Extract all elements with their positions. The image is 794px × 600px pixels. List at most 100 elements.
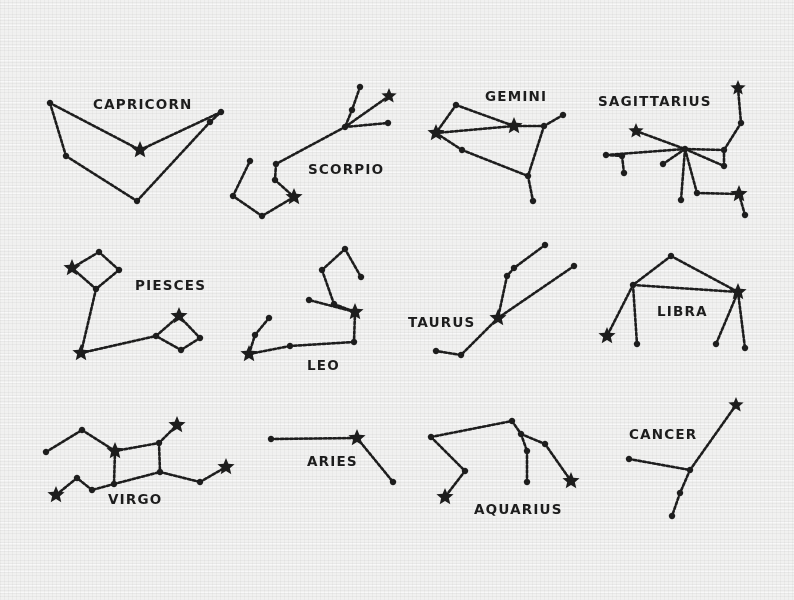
constellation-line <box>135 120 212 203</box>
constellation-line <box>112 470 162 486</box>
constellation-line <box>429 419 514 439</box>
star-dot <box>541 241 549 249</box>
star-dot <box>88 486 96 494</box>
constellation-line <box>631 283 639 346</box>
star-dot <box>524 172 532 180</box>
constellation-line <box>434 124 516 135</box>
star-dot <box>267 435 275 443</box>
constellation-line <box>64 154 139 203</box>
star-dot <box>681 145 689 153</box>
star-dot <box>42 448 50 456</box>
star-dot <box>318 266 326 274</box>
star-dot <box>341 123 349 131</box>
label-libra: LIBRA <box>657 304 708 320</box>
constellation-aquarius <box>427 417 580 505</box>
constellation-line <box>80 428 117 453</box>
star-icon <box>562 472 580 489</box>
constellation-line <box>434 103 458 135</box>
label-cancer: CANCER <box>629 427 697 443</box>
star-dot <box>720 162 728 170</box>
star-dot <box>741 344 749 352</box>
star-icon <box>240 345 258 362</box>
constellation-line <box>443 469 467 499</box>
constellation-line <box>526 124 546 178</box>
star-dot <box>633 340 641 348</box>
constellation-line <box>669 254 740 294</box>
constellation-leo <box>240 245 365 362</box>
constellation-line <box>519 432 547 446</box>
constellation-line <box>355 436 395 484</box>
constellation-line <box>352 310 357 344</box>
star-dot <box>668 512 676 520</box>
constellation-line <box>350 85 362 112</box>
star-dot <box>62 152 70 160</box>
star-icon <box>628 123 644 138</box>
star-dot <box>177 346 185 354</box>
label-taurus: TAURUS <box>408 315 475 331</box>
constellation-line <box>683 147 726 152</box>
star-dot <box>458 146 466 154</box>
constellation-scorpio <box>229 83 397 220</box>
constellation-line <box>112 449 117 486</box>
star-dot <box>265 314 273 322</box>
constellation-line <box>90 482 116 492</box>
constellation-line <box>269 436 359 441</box>
star-dot <box>115 266 123 274</box>
star-dot <box>356 83 364 91</box>
star-dot <box>618 152 626 160</box>
star-dot <box>737 119 745 127</box>
star-dot <box>602 151 610 159</box>
label-aries: ARIES <box>307 454 358 470</box>
star-dot <box>427 433 435 441</box>
constellation-piesces <box>63 248 204 361</box>
star-icon <box>730 80 746 95</box>
constellation-capricorn <box>46 99 225 205</box>
star-dot <box>95 248 103 256</box>
constellation-cancer <box>625 397 744 520</box>
constellation-line <box>722 121 743 152</box>
star-icon <box>729 283 747 300</box>
constellation-line <box>343 94 391 129</box>
label-capricorn: CAPRICORN <box>93 97 193 113</box>
star-dot <box>133 197 141 205</box>
star-dot <box>625 455 633 463</box>
constellation-aries <box>267 429 397 486</box>
constellation-line <box>343 247 363 279</box>
star-dot <box>286 342 294 350</box>
constellation-line <box>605 283 635 338</box>
star-dot <box>720 146 728 154</box>
star-dot <box>541 440 549 448</box>
constellation-line <box>679 147 687 202</box>
star-dot <box>272 160 280 168</box>
constellation-line <box>670 491 682 518</box>
star-icon <box>728 397 744 412</box>
star-dot <box>461 467 469 475</box>
constellation-line <box>634 129 687 151</box>
star-dot <box>271 176 279 184</box>
constellation-line <box>158 470 202 484</box>
star-dot <box>667 252 675 260</box>
star-icon <box>285 188 303 205</box>
constellation-line <box>94 268 121 291</box>
star-dot <box>432 347 440 355</box>
star-dot <box>152 332 160 340</box>
star-dot <box>508 417 516 425</box>
constellation-line <box>288 340 356 348</box>
star-icon <box>72 344 90 361</box>
constellation-line <box>44 428 84 454</box>
constellation-line <box>496 264 576 320</box>
constellation-line <box>113 441 161 453</box>
star-dot <box>196 478 204 486</box>
star-dot <box>246 157 254 165</box>
star-icon <box>505 117 523 134</box>
star-icon <box>381 88 397 103</box>
star-dot <box>659 160 667 168</box>
constellation-line <box>154 334 183 352</box>
star-dot <box>156 468 164 476</box>
label-piesces: PIESCES <box>135 278 206 294</box>
constellation-line <box>526 174 535 203</box>
star-icon <box>598 327 616 344</box>
label-virgo: VIRGO <box>108 492 162 508</box>
star-dot <box>712 340 720 348</box>
